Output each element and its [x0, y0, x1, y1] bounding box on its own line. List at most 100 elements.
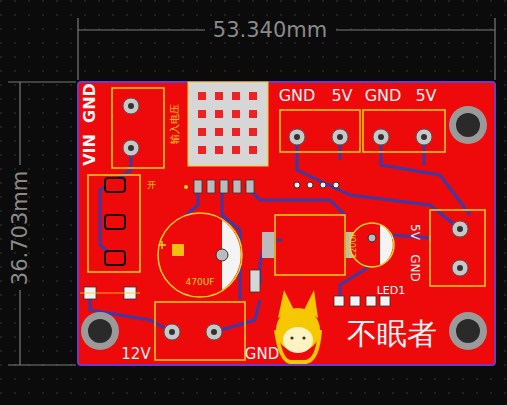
module-pad-array	[232, 92, 240, 100]
switch-footprint	[105, 178, 125, 192]
terminal-screws	[373, 129, 389, 145]
capacitor-220uf	[389, 235, 390, 241]
vias	[294, 182, 339, 188]
ic-pads	[184, 180, 254, 193]
capacitor-470uf	[172, 244, 184, 256]
mounting-holes	[81, 312, 119, 350]
bottom-traces	[245, 185, 345, 215]
bottom-traces	[90, 137, 470, 332]
switch-footprint	[88, 175, 140, 272]
mounting-holes	[449, 312, 487, 350]
smd-parts	[350, 296, 360, 306]
mounting-holes	[88, 319, 112, 343]
module-pad-array	[198, 92, 257, 154]
dimension-lines	[8, 364, 76, 365]
terminal-blocks	[155, 302, 245, 360]
ic-pads	[207, 180, 215, 193]
capacitor-470uf	[161, 241, 163, 249]
terminal-screw-holes	[211, 329, 217, 335]
module-pad-array	[198, 128, 206, 136]
capacitor-470uf	[216, 249, 228, 261]
vias	[307, 182, 313, 188]
dimension-lines	[336, 29, 495, 30]
dimension-label: 36.703mm	[10, 171, 31, 285]
terminal-screw-holes	[128, 103, 134, 109]
logo-illustration	[276, 308, 320, 352]
vias	[294, 182, 300, 188]
dimension-lines	[8, 81, 76, 82]
pin-name: 5V	[331, 88, 352, 104]
module-pad-array	[188, 82, 268, 166]
module-pad-array	[249, 128, 257, 136]
logo-illustration	[290, 336, 293, 339]
capacitor-220uf	[350, 223, 394, 267]
bottom-traces	[381, 137, 470, 215]
logo-illustration	[302, 336, 305, 339]
module-pad-array	[232, 110, 240, 118]
module-pad-array	[198, 110, 206, 118]
dimension-lines	[8, 18, 495, 365]
pin-name: 5V	[409, 224, 421, 240]
module-pad-array	[188, 82, 268, 166]
vias	[320, 182, 326, 188]
inductor-footprint	[262, 215, 354, 275]
smd-parts	[80, 270, 390, 306]
module-pad-array	[249, 92, 257, 100]
smd-parts	[250, 270, 260, 292]
smd-parts	[334, 296, 344, 306]
mounting-holes	[456, 319, 480, 343]
pin-name: GND	[245, 347, 279, 362]
dimension-label: 53.340mm	[213, 20, 327, 41]
logo-illustration	[283, 327, 313, 353]
part-name: LED1	[377, 285, 406, 296]
pin-name: GND	[279, 88, 316, 104]
capacitor-470uf	[158, 213, 242, 297]
inductor-footprint	[262, 232, 274, 258]
pin-name: GND	[365, 88, 402, 104]
terminal-screw-holes	[457, 226, 463, 232]
capacitor-220uf	[380, 225, 393, 265]
smd-parts	[380, 296, 390, 306]
terminal-screws	[416, 129, 432, 145]
terminal-screws	[452, 260, 468, 276]
pcb-board	[78, 82, 495, 365]
switch-footprint	[105, 251, 125, 265]
module-pad-array	[232, 128, 240, 136]
dimension-lines	[494, 18, 495, 80]
terminal-blocks	[430, 210, 485, 286]
terminal-screw-holes	[128, 103, 463, 335]
module-pad-array	[232, 146, 240, 154]
module-pad-array	[198, 146, 206, 154]
terminal-screw-holes	[169, 329, 175, 335]
silkscreen-note: 开	[147, 181, 156, 190]
pin-name: VIN	[82, 134, 98, 166]
pin-name: GND	[82, 83, 98, 123]
ic-pads	[246, 180, 254, 193]
ic-pads	[194, 180, 202, 193]
terminal-screws	[289, 129, 305, 145]
part-value: 220UF	[350, 232, 358, 258]
dimension-lines	[19, 82, 20, 165]
module-pad-array	[215, 146, 223, 154]
module-pad-array	[249, 146, 257, 154]
dimension-lines	[77, 18, 78, 80]
capacitor-470uf	[158, 213, 242, 297]
module-pad-array	[215, 92, 223, 100]
pin-name: GND	[409, 254, 421, 282]
terminal-screw-holes	[378, 134, 384, 140]
module-pad-array	[215, 128, 223, 136]
terminal-blocks	[280, 110, 360, 152]
module-pad-array	[215, 110, 223, 118]
logo-text: 不眠者	[347, 319, 437, 349]
terminal-screw-holes	[294, 134, 300, 140]
terminal-blocks	[112, 88, 164, 168]
terminal-screws	[332, 129, 348, 145]
terminal-screws	[123, 140, 139, 156]
pin-name: 12V	[121, 347, 150, 362]
mounting-holes	[456, 113, 480, 137]
terminal-screw-holes	[457, 265, 463, 271]
dimension-lines	[19, 290, 20, 365]
terminal-screws	[452, 221, 468, 237]
